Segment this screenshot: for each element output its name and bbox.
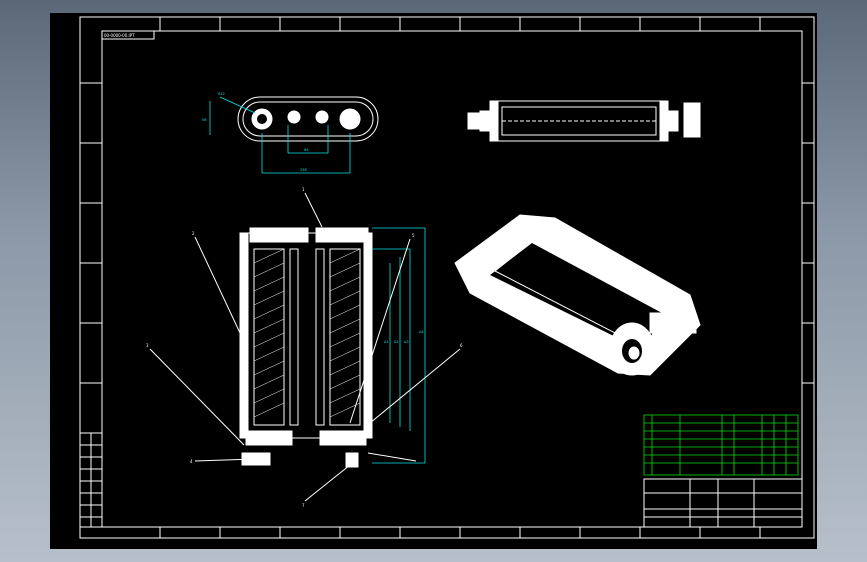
side-view (467, 100, 701, 142)
title-box-text: 00-0000-00.IPT (104, 33, 135, 38)
part-label-7: 7 (302, 503, 305, 508)
part-label-6: 6 (460, 343, 463, 348)
dim-a1: A1 (384, 340, 389, 344)
title-block (643, 478, 803, 528)
part-label-4: 4 (190, 459, 193, 464)
part-label-3: 3 (146, 343, 149, 348)
top-view: 84 256 R12 56 (202, 92, 379, 174)
dim-256: 256 (300, 168, 307, 172)
inner-frame (101, 30, 803, 528)
isometric-view (454, 214, 701, 376)
part-label-5: 5 (412, 233, 415, 238)
cad-viewport[interactable]: 00-0000-00.IPT 84 256 R12 56 (50, 13, 817, 549)
title-box (101, 30, 155, 40)
dim-r12: R12 (218, 92, 225, 96)
dim-84: 84 (304, 148, 309, 152)
dim-56: 56 (202, 118, 206, 122)
outer-frame (79, 16, 815, 539)
dim-a3: A3 (404, 340, 409, 344)
border-ticks (80, 17, 814, 538)
dim-a2: A2 (394, 340, 399, 344)
technical-drawing: 00-0000-00.IPT 84 256 R12 56 (79, 16, 815, 539)
leaders: 1 2 3 4 5 6 7 (146, 187, 463, 508)
part-label-1: 1 (302, 187, 305, 192)
dim-a4: A4 (419, 330, 424, 334)
part-label-2: 2 (192, 231, 195, 236)
parts-list-table (643, 414, 799, 476)
front-view: A1 A2 A3 A4 (239, 227, 426, 468)
revision-block (79, 432, 103, 528)
